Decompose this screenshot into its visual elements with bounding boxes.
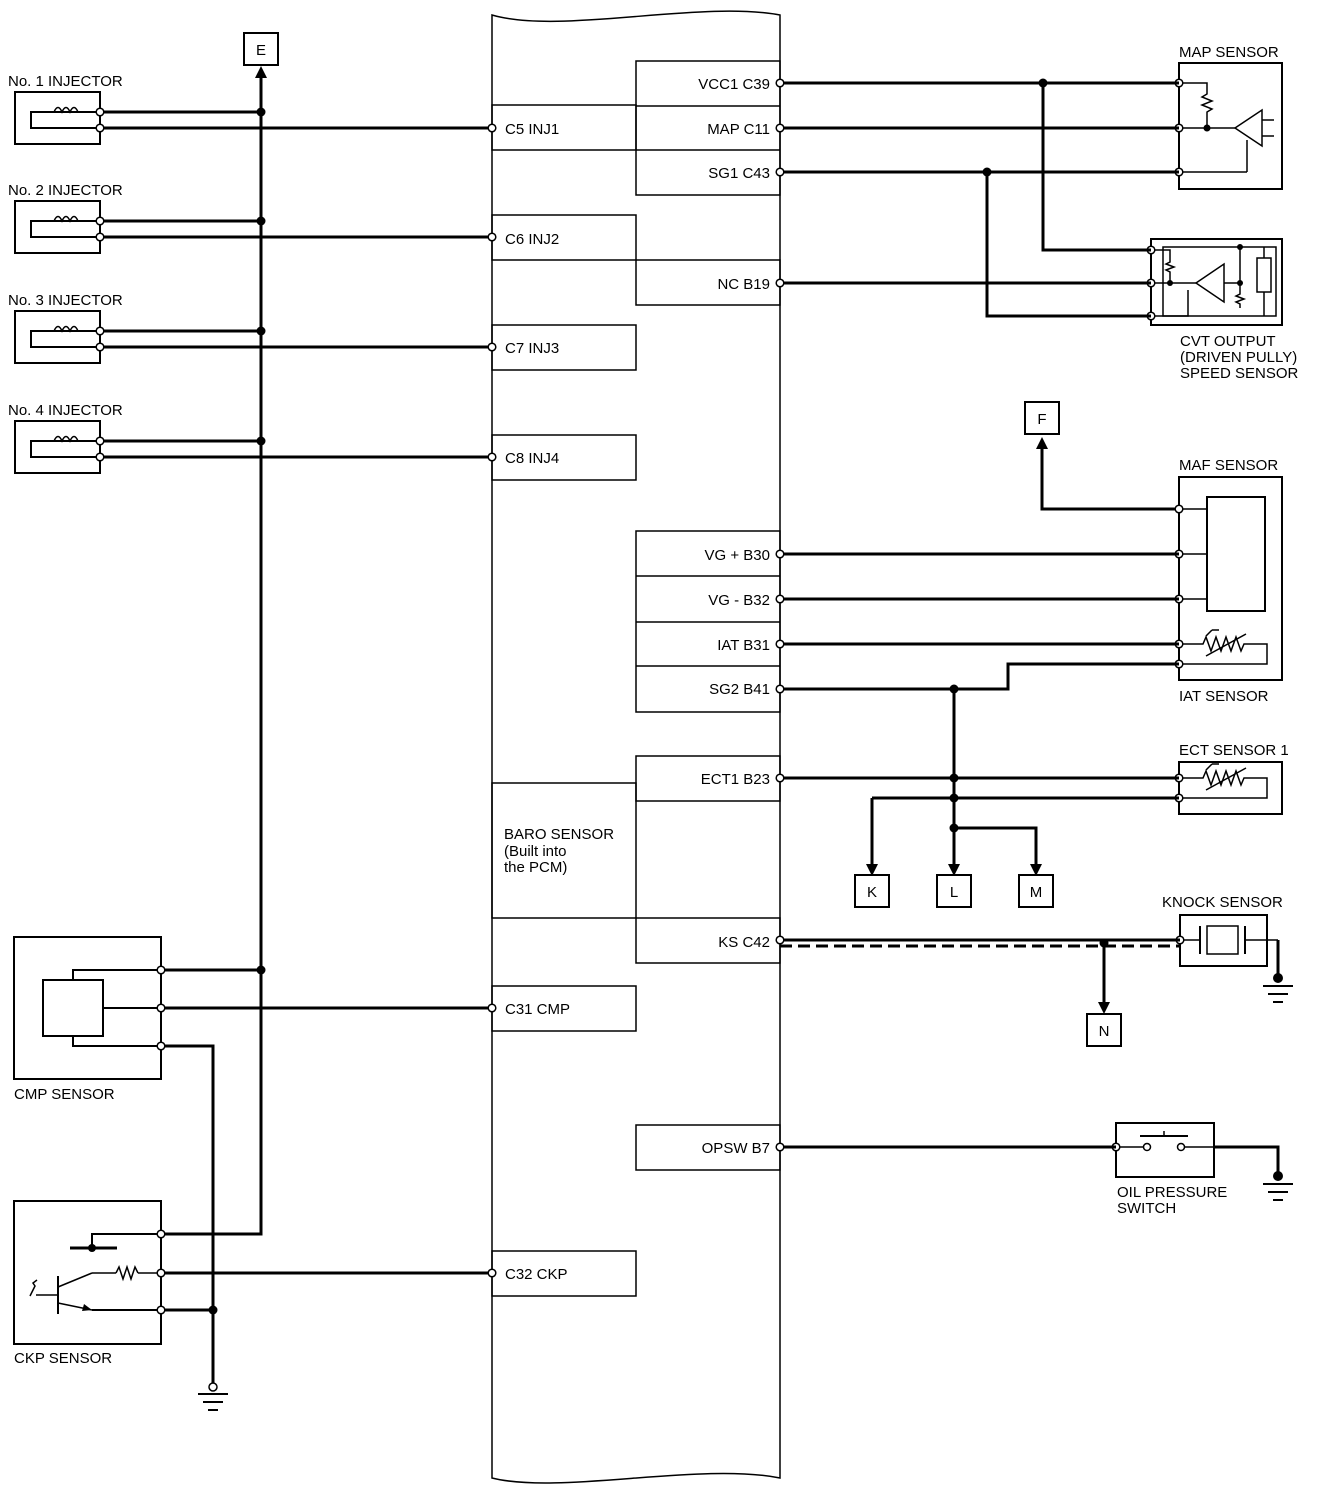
maf-sensor-label: MAF SENSOR	[1179, 457, 1278, 474]
injector-2-label: No. 2 INJECTOR	[8, 182, 123, 199]
ect-sensor-label: ECT SENSOR 1	[1179, 742, 1289, 759]
map-sensor-label: MAP SENSOR	[1179, 44, 1279, 61]
svg-text:N: N	[1099, 1023, 1110, 1040]
maf-wiring	[775, 549, 1179, 864]
pin-label-b19: NC B19	[717, 276, 770, 293]
cvt-speed-sensor: CVT OUTPUT (DRIVEN PULLY) SPEED SENSOR	[1146, 238, 1299, 382]
connector-l: L	[936, 874, 972, 908]
pin-label-b31: IAT B31	[717, 637, 770, 654]
cmp-sensor: CMP SENSOR	[13, 936, 497, 1384]
map-cvt-wiring	[775, 78, 1179, 318]
pin-label-b41: SG2 B41	[709, 681, 770, 698]
knock-sensor-label: KNOCK SENSOR	[1162, 894, 1283, 911]
injector-1-label: No. 1 INJECTOR	[8, 73, 123, 90]
injector-3-label: No. 3 INJECTOR	[8, 292, 123, 309]
baro-label-3: the PCM)	[504, 859, 567, 876]
connector-e: E	[243, 32, 279, 1228]
baro-label-2: (Built into	[504, 843, 567, 860]
pin-label-b23: ECT1 B23	[701, 771, 770, 788]
pin-label-c6: C6 INJ2	[505, 231, 559, 248]
svg-text:K: K	[867, 884, 877, 901]
pin-label-b30: VG + B30	[705, 547, 770, 564]
pin-label-b32: VG - B32	[708, 592, 770, 609]
injector-4-label: No. 4 INJECTOR	[8, 402, 123, 419]
connector-k: K	[854, 874, 890, 908]
injector-2: No. 2 INJECTOR	[8, 182, 497, 254]
injector-1: No. 1 INJECTOR	[8, 73, 497, 145]
pin-label-b7: OPSW B7	[702, 1140, 770, 1157]
pin-label-c42: KS C42	[718, 934, 770, 951]
pin-label-c7: C7 INJ3	[505, 340, 559, 357]
knock-sensor: KNOCK SENSOR	[1162, 894, 1283, 967]
pcm-right-labels: VCC1 C39 MAP C11 SG1 C43 NC B19 VG + B30…	[698, 76, 770, 1157]
maf-sensor: MAF SENSOR IAT SENSOR	[1174, 457, 1283, 705]
ckp-sensor: CKP SENSOR	[13, 1200, 497, 1367]
pin-label-c39: VCC1 C39	[698, 76, 770, 93]
knock-wiring	[775, 935, 1293, 1014]
ground-symbol-left	[198, 1382, 228, 1411]
connector-n: N	[1086, 1013, 1122, 1047]
ect-wiring	[775, 773, 1179, 876]
connector-f: F	[1024, 401, 1179, 511]
pin-label-c8: C8 INJ4	[505, 450, 559, 467]
cvt-sensor-label-2: (DRIVEN PULLY)	[1180, 349, 1297, 366]
svg-text:L: L	[950, 884, 958, 901]
baro-label-1: BARO SENSOR	[504, 826, 614, 843]
pin-label-c32: C32 CKP	[505, 1266, 568, 1283]
pcm-left-labels: C5 INJ1 C6 INJ2 C7 INJ3 C8 INJ4 C31 CMP …	[504, 121, 614, 1283]
oil-switch-label-2: SWITCH	[1117, 1200, 1176, 1217]
svg-text:M: M	[1030, 884, 1043, 901]
pcm-box-baro	[491, 782, 637, 919]
cvt-sensor-label-1: CVT OUTPUT	[1180, 333, 1276, 350]
oil-pressure-switch: OIL PRESSURE SWITCH	[1111, 1122, 1227, 1217]
oil-switch-label-1: OIL PRESSURE	[1117, 1184, 1227, 1201]
oil-wiring	[775, 1142, 1293, 1201]
injector-4: No. 4 INJECTOR	[8, 402, 497, 474]
injector-3: No. 3 INJECTOR	[8, 292, 497, 364]
iat-sensor-label: IAT SENSOR	[1179, 688, 1269, 705]
ckp-sensor-label: CKP SENSOR	[14, 1350, 112, 1367]
ect-sensor: ECT SENSOR 1	[1174, 742, 1289, 815]
pin-label-c11: MAP C11	[707, 121, 770, 138]
pin-label-c5: C5 INJ1	[505, 121, 559, 138]
cmp-sensor-label: CMP SENSOR	[14, 1086, 115, 1103]
connector-m: M	[1018, 874, 1054, 908]
pin-label-c31: C31 CMP	[505, 1001, 570, 1018]
map-sensor: MAP SENSOR	[1174, 44, 1283, 190]
cvt-sensor-label-3: SPEED SENSOR	[1180, 365, 1299, 382]
svg-text:F: F	[1037, 411, 1046, 428]
svg-text:E: E	[256, 42, 266, 59]
pin-label-c43: SG1 C43	[708, 165, 770, 182]
